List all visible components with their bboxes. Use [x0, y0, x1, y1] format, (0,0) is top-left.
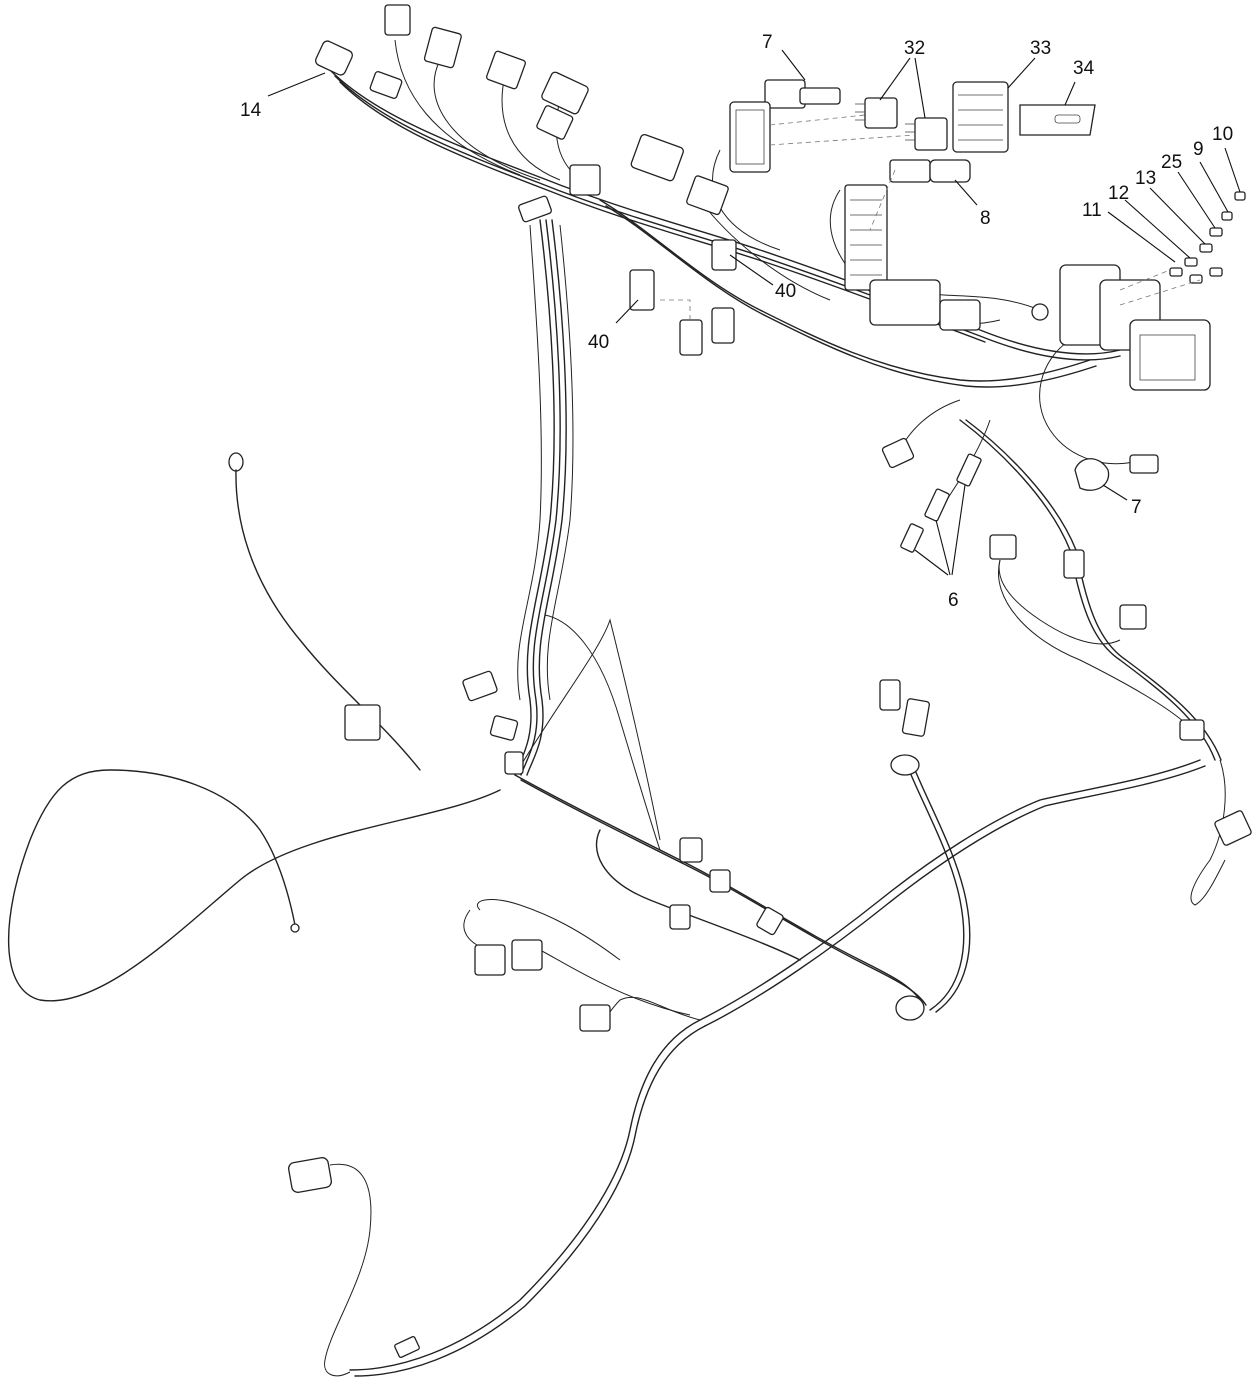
connector-pair-1	[474, 944, 506, 976]
connector-right-mid	[881, 437, 915, 469]
connector-right-2	[1063, 549, 1085, 579]
connector-bottom	[287, 1157, 333, 1193]
connector-8	[889, 159, 971, 183]
ring-terminal-right	[1129, 454, 1159, 474]
callout-13: 13	[1135, 168, 1156, 189]
fuse-block-33	[952, 81, 1009, 153]
connector-pair-2	[511, 939, 543, 971]
ecu-connectors	[869, 264, 1211, 391]
grommet-7-lower	[1074, 458, 1110, 491]
left-ground-wire	[7, 452, 501, 1002]
connector-top-4	[541, 71, 589, 115]
callout-11: 11	[1082, 200, 1102, 221]
callout-12: 12	[1108, 183, 1129, 204]
grommet-upper-center	[890, 754, 920, 776]
relay-connector-7-top	[729, 79, 841, 173]
callout-labels: 14 7 32 33 34 10 9 25 13 12 11 8 40 40 7…	[240, 32, 1233, 611]
callout-34: 34	[1073, 58, 1095, 79]
callout-40-left: 40	[588, 332, 609, 353]
connector-lower-4	[756, 906, 784, 936]
grommet-center	[504, 751, 524, 775]
grommet-lower-right	[895, 995, 925, 1021]
connector-top-5	[536, 105, 574, 140]
callout-7-top: 7	[762, 32, 773, 53]
callout-40-right: 40	[775, 281, 796, 302]
lower-harness	[324, 614, 1206, 1377]
bracket-34	[1019, 104, 1096, 136]
callout-8: 8	[980, 208, 991, 229]
right-harness	[899, 339, 1226, 906]
connector-top-3	[486, 50, 526, 90]
relay-32	[855, 97, 948, 151]
connector-center-1	[462, 670, 498, 702]
callout-25: 25	[1161, 152, 1182, 173]
connector-lower-3	[669, 904, 691, 930]
connectors	[287, 4, 1252, 1358]
connector-junction-center	[569, 164, 601, 196]
connector-14	[314, 40, 403, 99]
connector-mid-2	[686, 175, 729, 216]
connector-lower-left	[579, 1004, 611, 1032]
callout-33: 33	[1030, 38, 1051, 59]
callout-9: 9	[1193, 139, 1204, 160]
fuse-panel	[844, 184, 888, 291]
connector-right-3	[1119, 604, 1147, 630]
connector-junction-left	[518, 195, 552, 223]
leader-lines	[267, 49, 1241, 576]
terminals-6	[900, 453, 982, 553]
center-vertical-bundle	[514, 219, 574, 776]
connector-right-5	[1214, 810, 1252, 846]
connector-center-2	[489, 715, 519, 741]
explode-lines	[660, 114, 1201, 320]
callout-7-lower: 7	[1131, 497, 1142, 518]
connector-lower-1	[679, 837, 703, 863]
connector-lower-2	[709, 869, 731, 893]
terminals-array	[1169, 191, 1246, 284]
connector-mid-1	[630, 133, 684, 182]
connector-left-mid	[344, 704, 381, 741]
callout-10: 10	[1212, 124, 1233, 145]
mini-connector-40	[629, 239, 737, 356]
callout-6: 6	[948, 590, 959, 611]
callout-14: 14	[240, 100, 262, 121]
connector-top-2	[423, 26, 462, 69]
connector-upper-center	[879, 679, 901, 711]
connector-top-1	[384, 4, 411, 36]
connector-right-4	[1179, 719, 1205, 741]
callout-32: 32	[904, 38, 925, 59]
connector-right-1	[989, 534, 1017, 560]
connector-bottom-inline	[394, 1336, 420, 1358]
connector-upper-center-2	[901, 698, 930, 737]
